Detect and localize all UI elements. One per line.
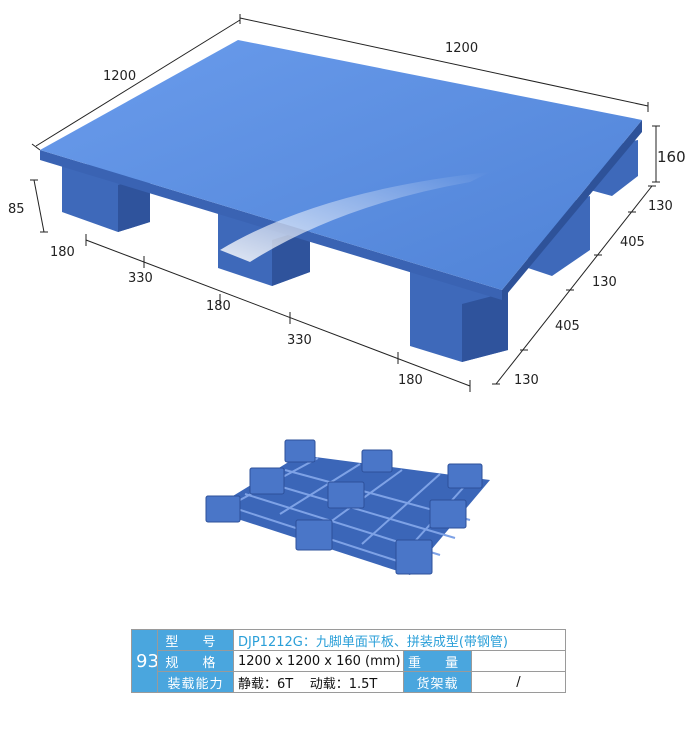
pallet-deck-right: [502, 120, 642, 300]
size-value: 1200 x 1200 x 160 (mm): [233, 650, 404, 672]
weight-label: 重 量: [403, 650, 472, 672]
underside-grid: [210, 455, 490, 575]
size-value-height: 160: [336, 653, 361, 669]
pallet-dimension-drawing: [30, 14, 660, 392]
dim-front-1: 180: [50, 245, 75, 260]
spec-row-size: 规 格 1200 x 1200 x 160 (mm) 重 量: [132, 650, 566, 672]
underside-feet: [205, 439, 483, 575]
spec-number: 93: [131, 629, 158, 693]
logo-streak: [220, 172, 490, 262]
rack-label: 货架载: [403, 671, 472, 693]
spec-table: 93 型 号 DJP1212G：九脚单面平板、拼装成型(带钢管) 规 格 120…: [131, 629, 566, 693]
dim-side-5: 130: [514, 373, 539, 388]
size-value-prefix: 1200 x 1200 x: [238, 653, 337, 669]
load-label: 装载能力: [157, 671, 234, 693]
model-value: DJP1212G：九脚单面平板、拼装成型(带钢管): [233, 629, 566, 651]
dim-front-4: 330: [287, 333, 312, 348]
size-value-unit: (mm): [360, 653, 401, 669]
dim-front-5: 180: [398, 373, 423, 388]
spec-row-model: 93 型 号 DJP1212G：九脚单面平板、拼装成型(带钢管): [131, 629, 566, 693]
dim-side-4: 405: [555, 319, 580, 334]
dim-height-total: 160: [657, 148, 686, 166]
size-label: 规 格: [157, 650, 234, 672]
load-value: 静载：6T 动载：1.5T: [233, 671, 404, 693]
dim-front-3: 180: [206, 299, 231, 314]
model-label: 型 号: [157, 629, 234, 651]
weight-value: [471, 650, 566, 672]
dim-side-2: 405: [620, 235, 645, 250]
spec-row-load: 装载能力 静载：6T 动载：1.5T 货架载 /: [132, 671, 566, 693]
dim-side-1: 130: [648, 199, 673, 214]
pallet-deck-top: [40, 40, 642, 290]
rack-value: /: [471, 671, 566, 693]
dim-side-3: 130: [592, 275, 617, 290]
dim-foot-height: 85: [8, 202, 25, 217]
dimension-lines: [30, 14, 660, 392]
dim-front-2: 330: [128, 271, 153, 286]
dim-length-top: 1200: [445, 41, 479, 56]
dim-width-left: 1200: [103, 69, 137, 84]
